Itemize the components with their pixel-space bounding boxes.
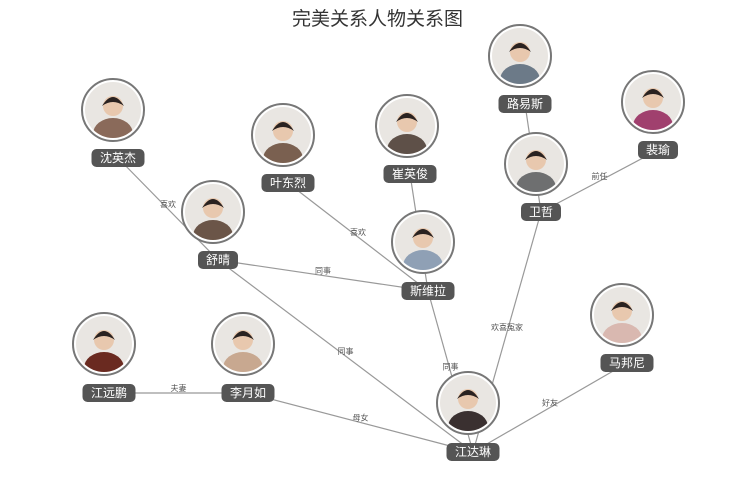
edge-line <box>472 362 628 453</box>
name-badge <box>498 95 552 113</box>
edge-shenyingjie-shuqing: 喜欢 <box>117 157 219 261</box>
name-badge <box>383 165 437 183</box>
edge-line <box>117 157 219 261</box>
name-badge <box>82 384 136 402</box>
edge-label: 喜欢 <box>350 227 366 237</box>
avatar-photo <box>594 287 650 343</box>
edge-liyueru-jiangdalin: 母女 <box>247 392 474 453</box>
avatar-photo <box>255 107 311 163</box>
edge-line <box>540 149 659 213</box>
node-sivila[interactable]: 斯维拉 <box>391 210 455 300</box>
diagram-title: 完美关系人物关系图 <box>291 8 463 30</box>
avatar-photo <box>379 98 435 154</box>
node-yedonglie[interactable]: 叶东烈 <box>251 103 315 192</box>
node-jiangyuanpeng[interactable]: 江远鹏 <box>72 312 136 402</box>
node-name: 斯维拉 <box>410 283 446 298</box>
name-badge <box>521 203 561 221</box>
node-name: 舒晴 <box>206 253 230 267</box>
name-badge <box>401 282 455 300</box>
node-shenyingjie[interactable]: 沈英杰 <box>81 78 145 167</box>
avatar-photo <box>440 375 496 431</box>
node-mabangni[interactable]: 马邦尼 <box>590 283 654 372</box>
name-badge <box>91 149 145 167</box>
node-name: 李月如 <box>230 385 266 400</box>
edge-label: 喜欢 <box>160 199 176 209</box>
node-name: 崔英俊 <box>392 166 428 181</box>
node-name: 江远鹏 <box>91 386 127 400</box>
edge-line <box>217 259 474 453</box>
node-peiyu[interactable]: 裴瑜 <box>621 70 685 159</box>
edge-mabangni-jiangdalin: 好友 <box>472 362 628 453</box>
avatar-photo <box>492 28 548 84</box>
node-name: 沈英杰 <box>100 150 136 165</box>
avatar-photo <box>395 214 451 270</box>
node-name: 江达琳 <box>455 445 491 459</box>
node-cuiyingjun[interactable]: 崔英俊 <box>375 94 439 183</box>
name-badge <box>221 384 275 402</box>
edge-label: 同事 <box>315 266 331 276</box>
edge-shuqing-jiangdalin: 同事 <box>217 259 474 453</box>
edges-layer: 喜欢同事喜欢助理前任欢喜冤家同事同事夫妻母女好友 <box>109 103 659 453</box>
avatar-photo <box>85 82 141 138</box>
edge-line <box>247 392 474 453</box>
edge-label: 同事 <box>443 362 459 372</box>
edge-label: 同事 <box>338 346 354 356</box>
name-badge <box>446 443 500 461</box>
name-badge <box>638 141 678 159</box>
avatar-photo <box>185 184 241 240</box>
node-name: 卫哲 <box>529 205 553 219</box>
edge-line <box>287 182 429 292</box>
edge-label: 好友 <box>542 398 558 408</box>
edge-label: 前任 <box>592 171 608 181</box>
node-jiangdalin[interactable]: 江达琳 <box>436 371 500 461</box>
edge-yedonglie-sivila: 喜欢 <box>287 182 429 292</box>
node-luyisi[interactable]: 路易斯 <box>488 24 552 113</box>
node-liyueru[interactable]: 李月如 <box>211 312 275 402</box>
name-badge <box>261 174 315 192</box>
node-name: 路易斯 <box>507 96 543 111</box>
avatar-photo <box>508 136 564 192</box>
edge-peiyu-weizhe: 前任 <box>540 149 659 213</box>
node-name: 叶东烈 <box>270 176 306 190</box>
name-badge <box>198 251 238 269</box>
edge-label: 夫妻 <box>171 383 187 393</box>
node-shuqing[interactable]: 舒晴 <box>181 180 245 269</box>
node-name: 马邦尼 <box>609 356 645 370</box>
node-name: 裴瑜 <box>646 142 670 157</box>
edge-line <box>217 259 429 292</box>
node-weizhe[interactable]: 卫哲 <box>504 132 568 221</box>
edge-label: 母女 <box>353 413 369 423</box>
avatar-photo <box>76 316 132 372</box>
edge-shuqing-sivila: 同事 <box>217 259 429 292</box>
avatar-photo <box>215 316 271 372</box>
avatar-photo <box>625 74 681 130</box>
edge-label: 欢喜冤家 <box>491 322 523 332</box>
name-badge <box>600 354 654 372</box>
